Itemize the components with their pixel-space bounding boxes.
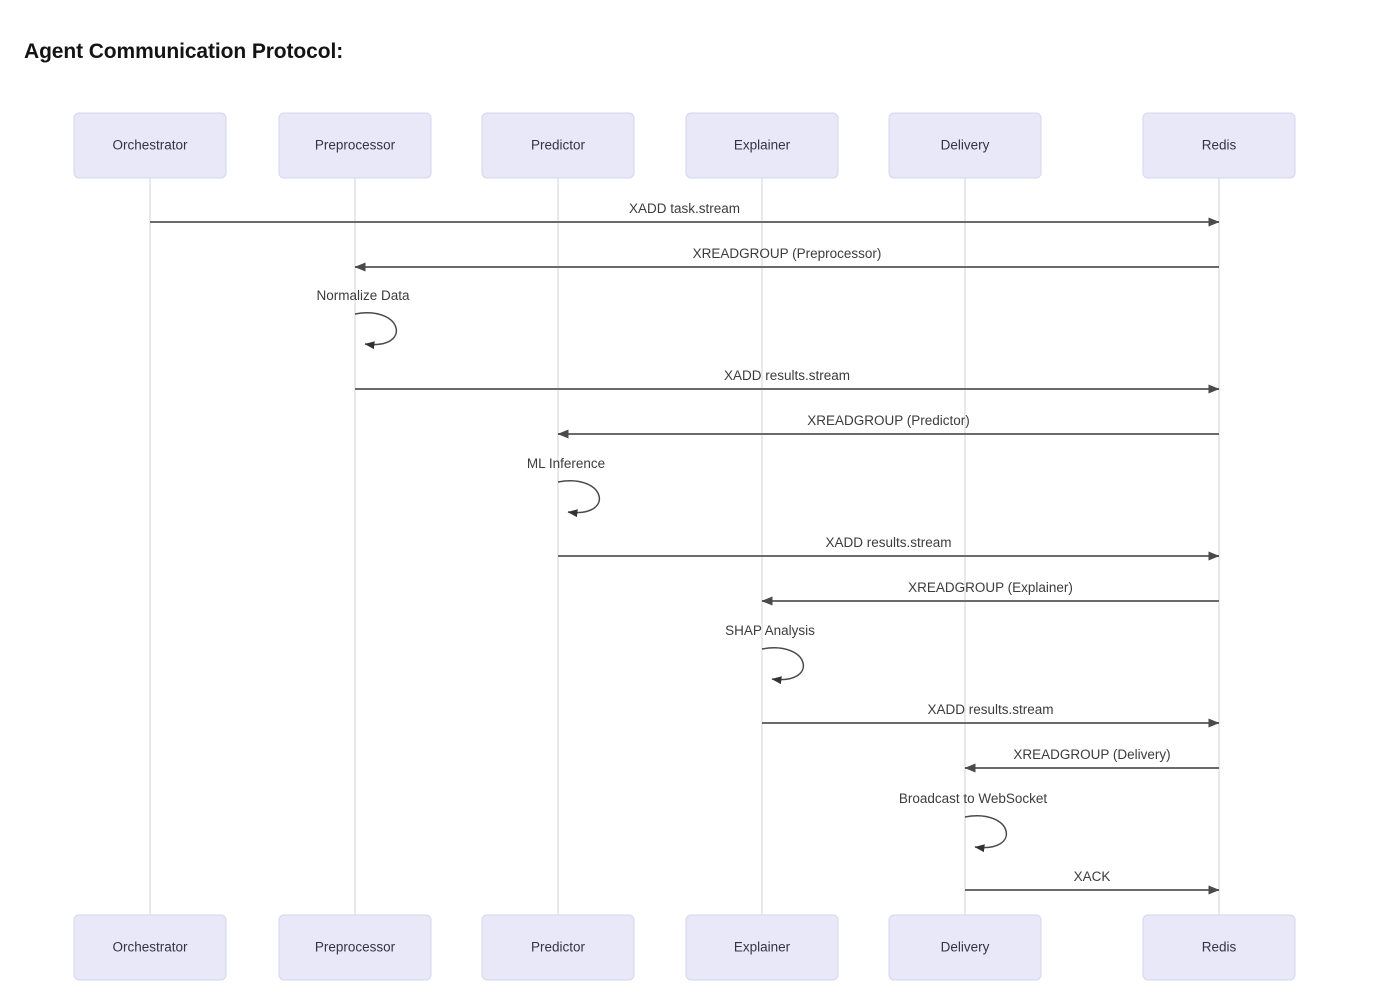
- actor-box-redis-top: [1142, 112, 1296, 179]
- message-8-redis-to-explainer[interactable]: XREADGROUP (Explainer): [761, 580, 1219, 606]
- actor-label-delivery-bottom: Delivery: [941, 940, 990, 955]
- actor-explainer-bottom[interactable]: Explainer: [685, 914, 839, 981]
- actor-orchestrator-bottom[interactable]: Orchestrator: [73, 914, 227, 981]
- message-5-redis-to-predictor[interactable]: XREADGROUP (Predictor): [557, 413, 1219, 439]
- actor-label-redis-bottom: Redis: [1202, 940, 1237, 955]
- message-10-explainer-to-redis[interactable]: XADD results.stream: [762, 702, 1220, 728]
- actor-box-explainer-top: [685, 112, 839, 179]
- actor-preprocessor-bottom[interactable]: Preprocessor: [278, 914, 432, 981]
- lifelines-layer: [149, 178, 1220, 915]
- message-label: XREADGROUP (Delivery): [1013, 747, 1170, 762]
- message-3-preprocessor-to-preprocessor[interactable]: Normalize Data: [316, 288, 410, 350]
- actor-box-preprocessor-top: [278, 112, 432, 179]
- message-7-predictor-to-redis[interactable]: XADD results.stream: [558, 535, 1220, 561]
- actor-box-predictor-top: [481, 112, 635, 179]
- actor-redis-bottom[interactable]: Redis: [1142, 914, 1296, 981]
- actor-label-predictor-bottom: Predictor: [531, 940, 586, 955]
- message-label: XREADGROUP (Preprocessor): [693, 246, 882, 261]
- actor-label-explainer-top: Explainer: [734, 138, 791, 153]
- message-9-explainer-to-explainer[interactable]: SHAP Analysis: [725, 623, 815, 685]
- message-label: ML Inference: [527, 456, 605, 471]
- message-label: XREADGROUP (Predictor): [807, 413, 970, 428]
- self-loop-path: [354, 312, 397, 350]
- actor-label-explainer-bottom: Explainer: [734, 940, 791, 955]
- message-label: Normalize Data: [316, 288, 410, 303]
- message-label: XADD results.stream: [825, 535, 951, 550]
- actor-label-preprocessor-bottom: Preprocessor: [315, 940, 396, 955]
- actor-label-delivery-top: Delivery: [941, 138, 990, 153]
- message-label: XADD task.stream: [629, 201, 740, 216]
- actor-delivery-bottom[interactable]: Delivery: [888, 914, 1042, 981]
- actor-box-delivery-bottom: [888, 914, 1042, 981]
- page-title: Agent Communication Protocol:: [24, 40, 344, 63]
- message-label: XADD results.stream: [724, 368, 850, 383]
- actor-headers-top: Orchestrator Preprocessor Predictor Explain…: [73, 112, 1296, 179]
- message-4-preprocessor-to-redis[interactable]: XADD results.stream: [355, 368, 1220, 394]
- self-loop-path: [557, 480, 600, 518]
- message-label: XACK: [1074, 869, 1111, 884]
- self-loop-path: [761, 647, 804, 685]
- message-label: XREADGROUP (Explainer): [908, 580, 1073, 595]
- actor-box-predictor-bottom: [481, 914, 635, 981]
- actor-predictor-bottom[interactable]: Predictor: [481, 914, 635, 981]
- actor-redis-top[interactable]: Redis: [1142, 112, 1296, 179]
- actor-box-orchestrator-top: [73, 112, 227, 179]
- actor-predictor-top[interactable]: Predictor: [481, 112, 635, 179]
- message-2-redis-to-preprocessor[interactable]: XREADGROUP (Preprocessor): [354, 246, 1219, 272]
- actor-box-preprocessor-bottom: [278, 914, 432, 981]
- actor-label-redis-top: Redis: [1202, 138, 1237, 153]
- actor-label-predictor-top: Predictor: [531, 138, 586, 153]
- message-6-predictor-to-predictor[interactable]: ML Inference: [527, 456, 605, 518]
- actor-box-redis-bottom: [1142, 914, 1296, 981]
- actor-box-orchestrator-bottom: [73, 914, 227, 981]
- actor-orchestrator-top[interactable]: Orchestrator: [73, 112, 227, 179]
- message-12-delivery-to-delivery[interactable]: Broadcast to WebSocket: [899, 791, 1048, 853]
- actor-label-orchestrator-top: Orchestrator: [112, 138, 188, 153]
- actor-headers-bottom: Orchestrator Preprocessor Predictor Explain…: [73, 914, 1296, 981]
- message-11-redis-to-delivery[interactable]: XREADGROUP (Delivery): [964, 747, 1219, 773]
- actor-label-preprocessor-top: Preprocessor: [315, 138, 396, 153]
- message-label: XADD results.stream: [927, 702, 1053, 717]
- actor-preprocessor-top[interactable]: Preprocessor: [278, 112, 432, 179]
- self-loop-path: [964, 815, 1007, 853]
- actor-box-explainer-bottom: [685, 914, 839, 981]
- actor-delivery-top[interactable]: Delivery: [888, 112, 1042, 179]
- actor-label-orchestrator-bottom: Orchestrator: [112, 940, 188, 955]
- actor-box-delivery-top: [888, 112, 1042, 179]
- message-label: Broadcast to WebSocket: [899, 791, 1048, 806]
- message-label: SHAP Analysis: [725, 623, 815, 638]
- message-13-delivery-to-redis[interactable]: XACK: [965, 869, 1220, 895]
- actor-explainer-top[interactable]: Explainer: [685, 112, 839, 179]
- message-1-orchestrator-to-redis[interactable]: XADD task.stream: [150, 201, 1220, 227]
